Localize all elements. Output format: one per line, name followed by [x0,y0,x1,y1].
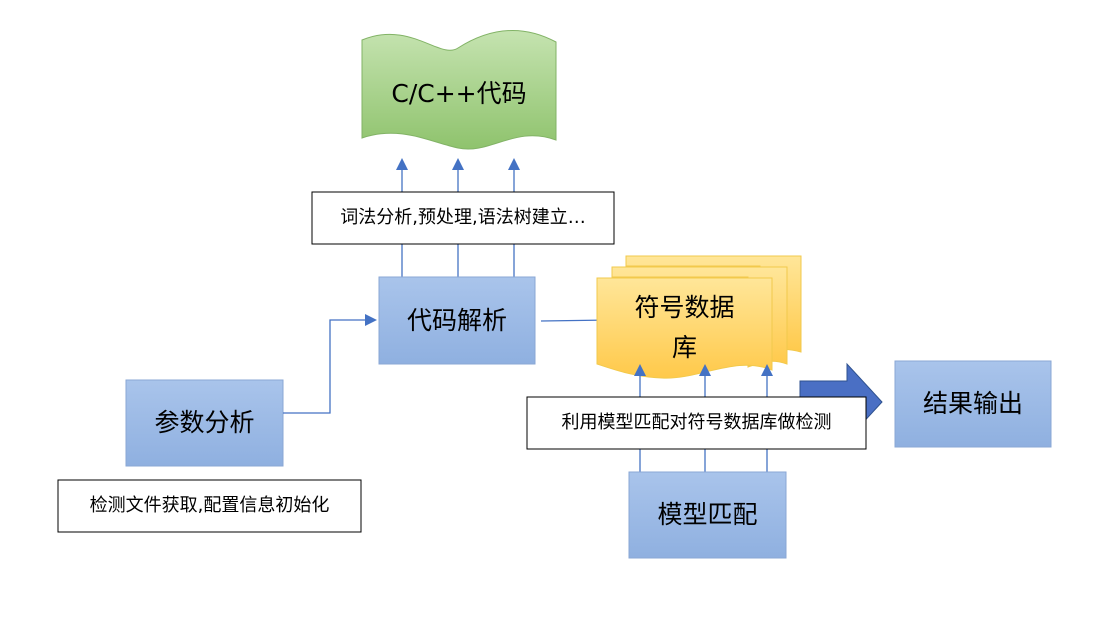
param-details-label: 检测文件获取,配置信息初始化 [89,494,330,516]
parse-details-box [311,191,615,245]
code-parsing-label: 代码解析 [406,305,507,335]
parse-details-label: 词法分析,预处理,语法树建立… [340,206,586,228]
source-code-label: C/C++代码 [391,79,527,109]
result-output-label: 结果输出 [922,389,1023,419]
param-analysis-label: 参数分析 [154,408,255,438]
code-parsing-box [378,276,536,365]
symbol-db-layer-front [596,277,773,379]
model-matching-box [628,471,787,559]
arrow-param-to-parsing [283,314,377,414]
param-analysis-box [125,379,284,467]
result-output-box [894,360,1052,448]
match-details-box [526,396,867,450]
symbol-db-label-line2: 库 [671,333,697,363]
symbol-db-label-line1: 符号数据 [634,293,735,323]
model-matching-label: 模型匹配 [657,500,758,530]
source-code-shape [361,30,557,150]
match-details-label: 利用模型匹配对符号数据库做检测 [561,411,832,433]
param-details-box [57,479,362,533]
